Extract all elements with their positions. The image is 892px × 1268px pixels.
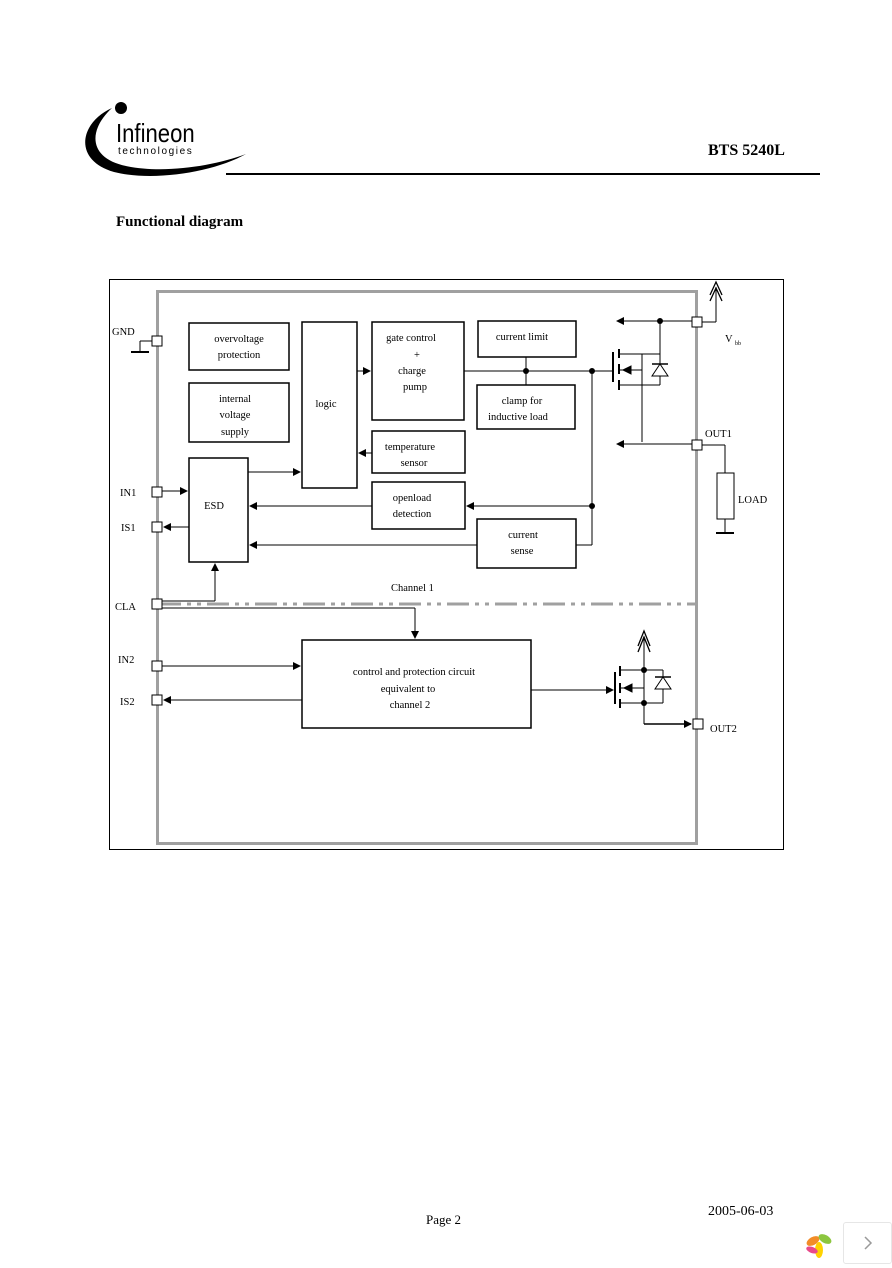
- svg-text:voltage: voltage: [220, 410, 251, 421]
- logo-subtext: technologies: [118, 146, 194, 157]
- logo-text: Infineon: [116, 118, 195, 148]
- flower-logo-icon: [806, 1234, 832, 1258]
- header-rule: [226, 173, 820, 175]
- document-id: BTS 5240L: [708, 142, 785, 159]
- clamp-block: clamp for inductive load: [476, 384, 576, 430]
- chevron-right-icon: [864, 1236, 873, 1250]
- channel-label: Channel 1: [391, 583, 434, 594]
- functional-diagram: Channel 1 overvoltage protection interna…: [109, 279, 784, 850]
- svg-text:inductive load: inductive load: [488, 412, 549, 423]
- svg-text:current limit: current limit: [496, 332, 548, 343]
- svg-text:CLA: CLA: [115, 602, 136, 613]
- pin-is1: IS1: [121, 521, 163, 534]
- current-limit-block: current limit: [477, 320, 577, 358]
- logic-block: logic: [301, 321, 358, 489]
- svg-text:logic: logic: [316, 399, 337, 410]
- svg-text:charge: charge: [398, 366, 426, 377]
- pin-in2: IN2: [118, 655, 163, 672]
- svg-text:sense: sense: [511, 546, 534, 557]
- esd-block: ESD: [188, 457, 249, 563]
- document-date: 2005-06-03: [708, 1204, 774, 1219]
- svg-text:IS1: IS1: [121, 523, 136, 534]
- svg-text:channel 2: channel 2: [390, 700, 431, 711]
- overvoltage-block: overvoltage protection: [188, 322, 290, 371]
- page-number: Page 2: [426, 1212, 462, 1227]
- svg-text:temperature: temperature: [385, 442, 435, 453]
- svg-text:IN1: IN1: [120, 488, 136, 499]
- gate-control-block: gate control + charge pump: [371, 321, 465, 421]
- pin-vbb: V bb: [691, 280, 741, 347]
- svg-text:pump: pump: [403, 382, 427, 393]
- svg-text:detection: detection: [393, 509, 432, 520]
- svg-text:equivalent to: equivalent to: [381, 684, 436, 695]
- load-resistor: LOAD: [702, 444, 768, 534]
- svg-text:sensor: sensor: [401, 458, 428, 469]
- pin-cla: CLA: [115, 598, 163, 613]
- svg-text:bb: bb: [735, 341, 741, 347]
- svg-text:LOAD: LOAD: [738, 495, 768, 506]
- internal-supply-block: internal voltage supply: [188, 382, 290, 443]
- company-logo: Infineon technologies: [74, 100, 249, 182]
- svg-text:openload: openload: [393, 493, 432, 504]
- svg-text:IS2: IS2: [120, 697, 135, 708]
- svg-text:ESD: ESD: [204, 501, 224, 512]
- svg-text:clamp for: clamp for: [502, 396, 543, 407]
- mosfet-channel2: [614, 629, 672, 724]
- svg-text:current: current: [508, 530, 538, 541]
- svg-text:supply: supply: [221, 427, 250, 438]
- section-title: Functional diagram: [116, 214, 244, 230]
- svg-text:GND: GND: [112, 327, 135, 338]
- channel2-block: control and protection circuit equivalen…: [301, 639, 532, 729]
- svg-text:overvoltage: overvoltage: [214, 334, 264, 345]
- mosfet-channel1: [612, 321, 669, 442]
- viewer-brand-icon: [800, 1226, 838, 1262]
- svg-text:IN2: IN2: [118, 655, 134, 666]
- svg-text:protection: protection: [218, 350, 261, 361]
- pin-is2: IS2: [120, 694, 163, 708]
- logo-swoosh-icon: [85, 102, 246, 176]
- next-page-button[interactable]: [843, 1222, 892, 1264]
- temperature-sensor-block: temperature sensor: [371, 430, 466, 474]
- svg-text:internal: internal: [219, 394, 251, 405]
- svg-text:V: V: [725, 334, 733, 345]
- openload-block: openload detection: [371, 481, 466, 530]
- svg-text:gate control: gate control: [386, 333, 436, 344]
- current-sense-block: current sense: [476, 518, 577, 569]
- pin-gnd: GND: [112, 327, 163, 353]
- pin-out2: OUT2: [692, 718, 737, 735]
- svg-text:+: +: [414, 350, 420, 361]
- pin-in1: IN1: [120, 486, 163, 499]
- svg-text:OUT2: OUT2: [710, 724, 737, 735]
- svg-text:OUT1: OUT1: [705, 429, 732, 440]
- svg-text:control and protection circuit: control and protection circuit: [353, 667, 475, 678]
